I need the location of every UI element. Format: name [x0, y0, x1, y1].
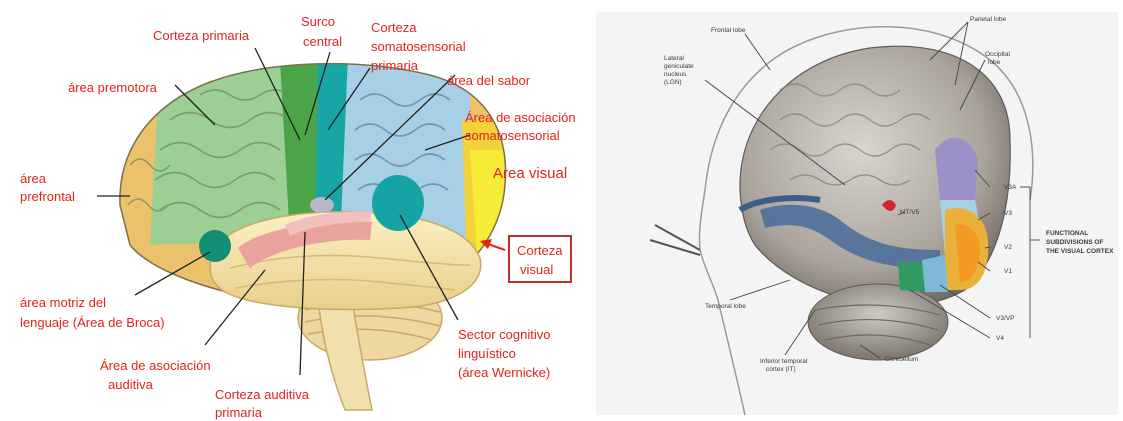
label-lgn-3: nucleus — [664, 71, 687, 78]
label-it-1: Inferior temporal — [760, 358, 808, 365]
label-auditiva-primaria-1: Corteza auditiva — [215, 387, 310, 402]
label-surco-central-1: Surco — [301, 14, 335, 29]
label-functional-2: SUBDIVISIONS OF — [1046, 239, 1103, 246]
label-mt-v5: MT/V5 — [900, 209, 920, 216]
label-corteza-visual-2: visual — [520, 262, 553, 277]
right-cerebellum — [808, 284, 948, 360]
wernicke-area — [372, 175, 424, 231]
label-v4: V4 — [996, 335, 1004, 342]
label-occipital-2: lobe — [988, 59, 1001, 66]
label-broca-1: área motriz del — [20, 295, 106, 310]
label-surco-central-2: central — [303, 34, 342, 49]
label-asociacion-auditiva-2: auditiva — [108, 377, 154, 392]
v4-region — [898, 262, 925, 292]
label-prefrontal-1: área — [20, 171, 47, 186]
label-wernicke-2: linguístico — [458, 346, 516, 361]
label-parietal-lobe: Parietal lobe — [970, 16, 1007, 23]
taste-area — [310, 197, 334, 213]
label-premotora: área premotora — [68, 80, 158, 95]
label-v1: V1 — [1004, 268, 1012, 275]
label-frontal-lobe: Frontal lobe — [711, 27, 746, 34]
right-brain-diagram: Frontal lobe Parietal lobe Occipital lob… — [596, 12, 1118, 415]
label-cerebellum: Cerebellum — [885, 356, 918, 363]
label-asociacion-somato-2: somatosensorial — [465, 128, 560, 143]
label-occipital-1: Occipital — [985, 51, 1010, 58]
label-lgn-1: Lateral — [664, 55, 684, 62]
label-lgn-4: (LGN) — [664, 79, 682, 86]
label-v3vp: V3/VP — [996, 315, 1014, 322]
label-functional-3: THE VISUAL CORTEX — [1046, 248, 1114, 255]
label-asociacion-auditiva-1: Área de asociación — [100, 358, 211, 373]
label-functional-1: FUNCTIONAL — [1046, 230, 1088, 237]
label-prefrontal-2: prefrontal — [20, 189, 75, 204]
label-v3a: V3A — [1004, 184, 1017, 191]
v3a-region — [935, 138, 978, 200]
label-lgn-2: geniculate — [664, 63, 694, 70]
label-broca-2: lenguaje (Área de Broca) — [20, 315, 165, 330]
label-somatosensorial-3: primaria — [371, 58, 419, 73]
label-it-2: cortex (IT) — [766, 366, 796, 373]
label-corteza-visual-1: Corteza — [517, 243, 563, 258]
label-somatosensorial-1: Corteza — [371, 20, 417, 35]
label-corteza-primaria: Corteza primaria — [153, 28, 250, 43]
label-asociacion-somato-1: Área de asociación — [465, 110, 576, 125]
label-wernicke-3: (área Wernicke) — [458, 365, 550, 380]
broca-area — [199, 230, 231, 262]
label-auditiva-primaria-2: primaria — [215, 405, 263, 420]
label-wernicke-1: Sector cognitivo — [458, 327, 551, 342]
label-somatosensorial-2: somatosensorial — [371, 39, 466, 54]
label-v2: V2 — [1004, 244, 1012, 251]
label-area-visual: Area visual — [493, 165, 567, 182]
label-v3: V3 — [1004, 210, 1012, 217]
v3vp-region — [922, 255, 948, 292]
left-brain-diagram: Corteza primaria Surco central Corteza s… — [20, 14, 576, 420]
label-temporal-lobe: Temporal lobe — [705, 303, 746, 310]
label-sabor: área del sabor — [447, 73, 531, 88]
